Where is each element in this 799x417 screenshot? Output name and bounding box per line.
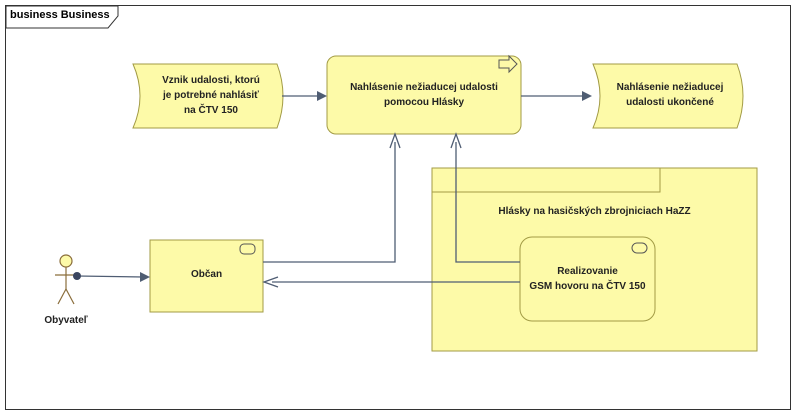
event-start-label: Vznik udalosti, ktorú je potrebné nahlás… <box>162 75 260 116</box>
frame-title: business Business <box>10 9 110 21</box>
process-arrow-icon <box>498 54 518 74</box>
role-obcan-label: Občan <box>190 269 223 280</box>
connector-actor-role[interactable] <box>76 275 144 278</box>
arrowhead-process-end <box>582 91 592 101</box>
group-label: Hlásky na hasičských zbrojniciach HaZZ <box>498 206 691 217</box>
service-icon <box>631 242 648 254</box>
actor-assoc-dot <box>73 272 81 280</box>
role-obcan-shape[interactable] <box>149 239 264 313</box>
event-end-shape[interactable] <box>592 63 744 129</box>
arrowhead-service-process <box>450 132 462 149</box>
connector-service-process[interactable] <box>455 142 520 263</box>
actor-label: Obyvateľ <box>44 315 88 326</box>
group-tab <box>431 167 661 193</box>
arrowhead-start-process <box>317 91 327 101</box>
frame-title-tab <box>5 5 119 29</box>
connector-role-process[interactable] <box>263 142 396 263</box>
process-label: Nahlásenie nežiaducej udalosti pomocou H… <box>350 82 498 108</box>
diagram-frame <box>5 5 791 410</box>
actor-icon[interactable] <box>55 254 77 305</box>
event-end-label: Nahlásenie nežiaducej udalosti ukončené <box>616 82 724 108</box>
role-icon <box>239 243 256 255</box>
arrowhead-actor-role <box>140 272 150 282</box>
arrowhead-role-process <box>389 132 401 149</box>
arrowhead-service-role <box>262 276 279 288</box>
process-shape[interactable] <box>326 55 522 135</box>
service-shape[interactable] <box>519 236 656 322</box>
event-start-shape[interactable] <box>132 63 284 129</box>
service-label: Realizovanie GSM hovoru na ČTV 150 <box>529 266 646 292</box>
